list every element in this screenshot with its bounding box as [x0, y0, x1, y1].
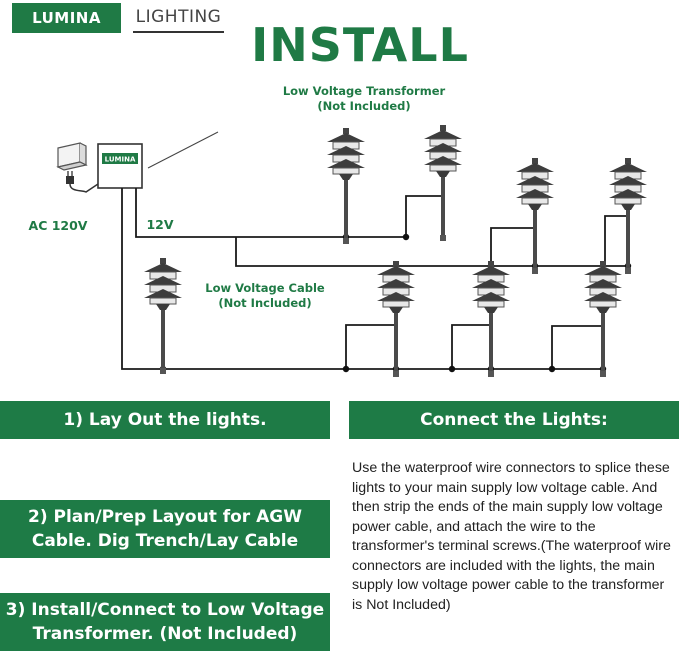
- step-2-line-2: Cable. Dig Trench/Lay Cable: [31, 531, 299, 551]
- path-light-icon: [515, 157, 555, 275]
- cable-note-text: (Not Included): [218, 296, 312, 310]
- path-light-icon: [143, 257, 183, 375]
- transformer-note-text: (Not Included): [317, 99, 411, 113]
- step-3-banner: 3) Install/Connect to Low Voltage Transf…: [0, 593, 330, 651]
- wall-outlet-icon: [56, 142, 99, 193]
- step-1-banner: 1) Lay Out the lights.: [0, 401, 330, 439]
- path-light-icon: [376, 260, 416, 378]
- cable-label-text: Low Voltage Cable: [205, 281, 325, 295]
- step-1-text: 1) Lay Out the lights.: [63, 410, 267, 430]
- step-3-line-1: 3) Install/Connect to Low Voltage: [5, 600, 325, 620]
- transformer-label-text: Low Voltage Transformer: [282, 84, 446, 98]
- brand-logo: LUMINA LIGHTING: [12, 3, 224, 33]
- step-2-banner: 2) Plan/Prep Layout for AGW Cable. Dig T…: [0, 500, 330, 558]
- path-light-icon: [471, 260, 511, 378]
- path-light-icon: [326, 127, 366, 245]
- cable-label: Low Voltage Cable (Not Included): [196, 281, 334, 311]
- transformer-badge: LUMINA: [105, 156, 136, 164]
- page-title: INSTALL: [251, 18, 469, 72]
- transformer-icon: LUMINA: [97, 143, 143, 189]
- dc-voltage-label: 12V: [146, 217, 174, 232]
- ac-voltage-label: AC 120V: [28, 218, 88, 233]
- step-3-line-2: Transformer. (Not Included): [32, 624, 298, 644]
- step-2-line-1: 2) Plan/Prep Layout for AGW: [28, 507, 302, 527]
- path-light-icon: [583, 260, 623, 378]
- connect-instructions: Use the waterproof wire connectors to sp…: [352, 460, 671, 613]
- brand-name: LUMINA: [12, 3, 121, 33]
- brand-suffix: LIGHTING: [133, 3, 224, 33]
- wiring-diagram: LUMINA: [56, 124, 648, 378]
- connect-heading-banner: Connect the Lights:: [349, 401, 679, 439]
- connect-heading: Connect the Lights:: [420, 410, 608, 430]
- transformer-label: Low Voltage Transformer (Not Included): [268, 84, 460, 114]
- path-light-icon: [423, 124, 463, 242]
